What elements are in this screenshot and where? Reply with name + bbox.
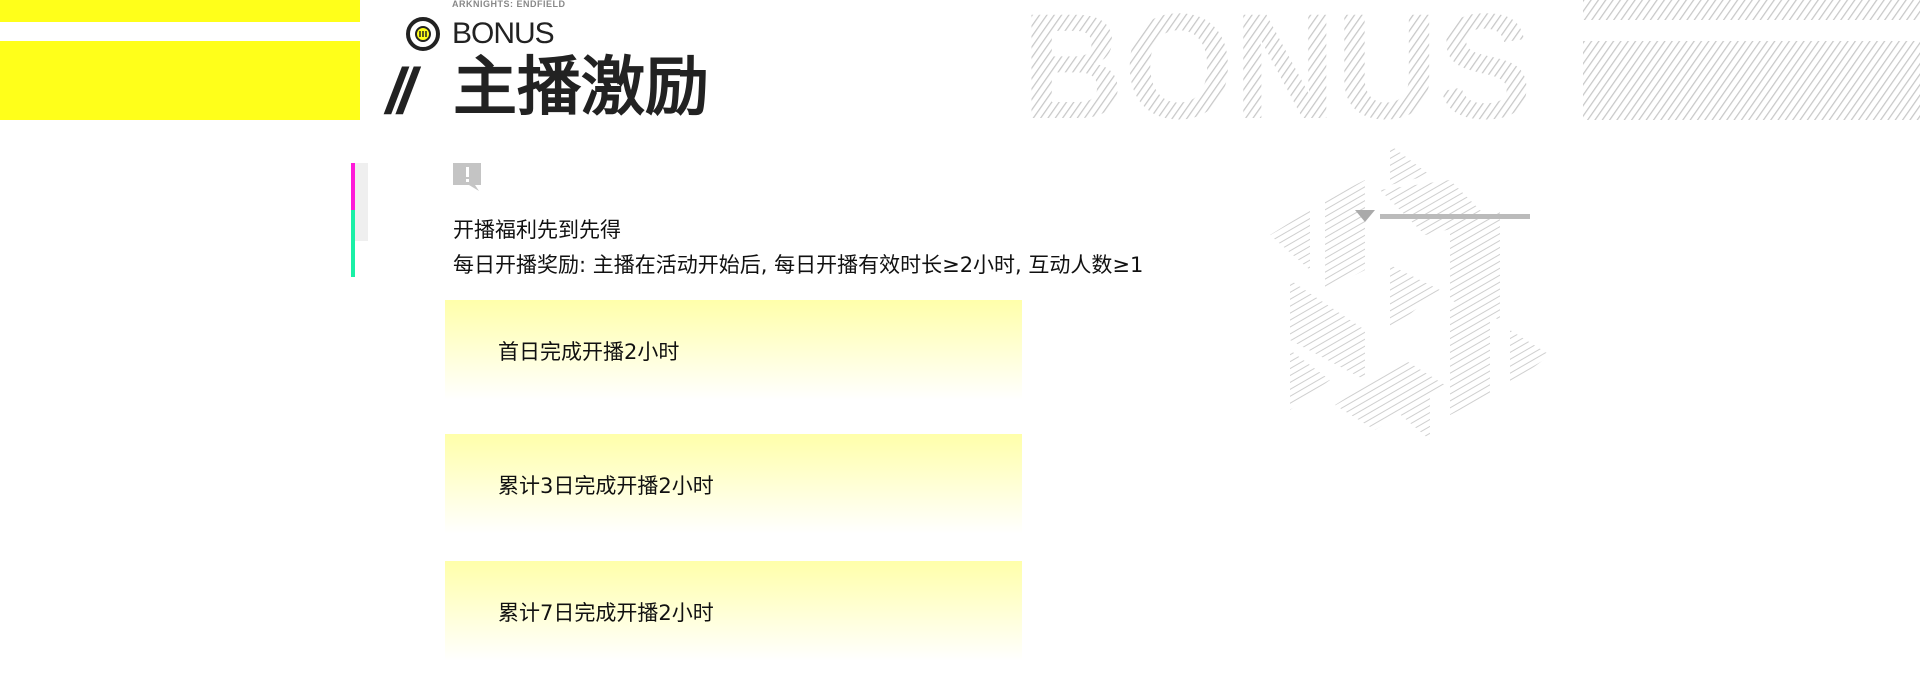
background-bonus-word: BONUS [1022, 0, 1532, 125]
notice-line-1: 开播福利先到先得 [453, 218, 621, 242]
geometric-emblem [1270, 145, 1550, 440]
reward-label: 累计3日完成开播2小时 [498, 474, 714, 498]
title-slashes: // [386, 55, 415, 127]
reward-card: 首日完成开播2小时 [445, 300, 1022, 400]
bonus-circle-icon: III [406, 17, 440, 51]
reward-label: 首日完成开播2小时 [498, 340, 680, 364]
notice-accent-bg [355, 163, 368, 241]
circle-inner-glyph: III [415, 26, 431, 42]
notice-line-2: 每日开播奖励: 主播在活动开始后, 每日开播有效时长≥2小时, 互动人数≥1 [453, 253, 1144, 277]
notice-accent-magenta [351, 163, 355, 210]
bonus-label: BONUS [452, 17, 555, 50]
yellow-stripe-top [0, 0, 360, 22]
yellow-stripe-bottom [0, 41, 360, 120]
reward-card: 累计3日完成开播2小时 [445, 434, 1022, 534]
background-bonus-text: BONUS [1022, 0, 1532, 125]
hatched-stripes-right [1583, 0, 1920, 120]
alert-icon [453, 163, 481, 191]
brand-label: ARKNIGHTS: ENDFIELD [452, 0, 566, 9]
reward-card: 累计7日完成开播2小时 [445, 561, 1022, 661]
notice-accent-green [351, 210, 355, 277]
reward-label: 累计7日完成开播2小时 [498, 601, 714, 625]
page-title: 主播激励 [453, 51, 709, 125]
